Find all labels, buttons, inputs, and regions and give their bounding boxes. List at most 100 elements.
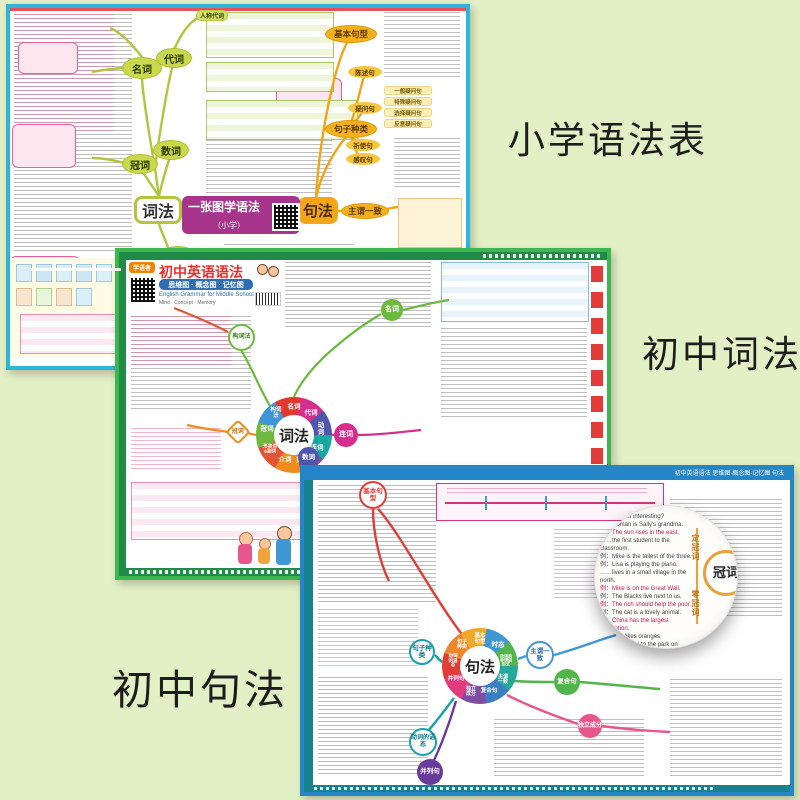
text-block	[318, 677, 428, 777]
callout-box	[12, 124, 76, 168]
wheel-segment-article: 冠词	[260, 425, 274, 433]
poster-bottom-strip	[304, 785, 790, 792]
wheel-segment-independent: 独立成分	[465, 685, 476, 697]
grammar-table	[206, 62, 334, 92]
branch-conjunction: 连词	[334, 423, 358, 447]
wheel-segment-conjunction: 连词	[310, 444, 324, 452]
barcode	[255, 292, 281, 306]
magnified-example-sentences: ……the film interesting? ……woman is Sally…	[600, 513, 694, 648]
branch-sentence-kinds: 句子种类	[409, 639, 435, 665]
wheel-segment-agreement: 主谓一致	[497, 673, 508, 685]
sentence-type: 疑问句	[348, 102, 382, 114]
text-block	[494, 719, 644, 779]
example-sentence: 例：Lisa likes oranges.	[600, 634, 662, 640]
kids-illustration	[237, 522, 307, 566]
branch-coordinate: 并列句	[417, 759, 443, 785]
label-middle-syntax: 初中句法	[112, 667, 288, 713]
text-block	[131, 316, 231, 366]
definite-article-label: 定冠词	[691, 534, 700, 561]
branch-independent: 独立成分	[578, 714, 602, 738]
branch-compound: 复合句	[554, 669, 580, 695]
callout-box	[18, 42, 78, 74]
node-agreement: 主谓一致	[341, 203, 389, 219]
branch-basic-patterns: 基本句型	[359, 481, 387, 509]
poster-side-strip	[31, 260, 126, 576]
example-sentence: 例：The cat is a lovely animal.	[600, 610, 682, 616]
node-article: 冠词	[122, 154, 158, 174]
qr-code	[272, 203, 300, 231]
node-numeral: 数词	[153, 140, 189, 160]
poster-subtitle-en: English Grammar for Middle School	[159, 292, 254, 298]
wheel-segment-noun: 名词	[287, 403, 301, 411]
text-block	[670, 679, 782, 779]
branch-numeral: 数词	[298, 447, 319, 468]
morphology-wheel: 名词 代词 动词 连词 数词 介词 形容词&副词 冠词 构词法 词法	[256, 397, 332, 473]
sentence-type: 祈使句	[346, 139, 380, 151]
wheel-segment-pronoun: 代词	[304, 409, 318, 417]
leaf-personal-pronoun: 人称代词	[196, 10, 228, 21]
text-block	[131, 428, 221, 472]
sentence-type: 感叹句	[346, 153, 380, 165]
example-sentence: ……woman is Sally's grandma.	[600, 522, 684, 528]
text-block	[206, 140, 332, 196]
label-middle-morphology: 初中词法	[642, 334, 800, 375]
magnifier-lens: ……the film interesting? ……woman is Sally…	[594, 505, 738, 649]
example-sentence: 例：China has the largest population.	[600, 618, 669, 632]
node-sentence-kinds: 句子种类	[325, 120, 377, 138]
poster-subtitle: （小学）	[213, 221, 245, 230]
poster-top-strip	[119, 252, 607, 260]
table-block	[441, 262, 589, 322]
poster-title: 初中英语语法	[159, 264, 243, 280]
kid-face-icon	[268, 266, 279, 277]
poster-top-accent	[10, 8, 466, 11]
text-block	[318, 609, 418, 669]
example-sentence: 例：Mike is on the Great Wall.	[600, 586, 681, 592]
wheel-segment-preposition: 介词	[278, 456, 292, 464]
question-subtype: 选择疑问句	[384, 108, 432, 117]
hub-syntax: 句法	[298, 197, 338, 224]
example-sentence: 例：Lisa is playing the piano.	[600, 562, 678, 568]
zero-article-label: 零冠词	[691, 590, 700, 617]
example-sentence: ……the film interesting?	[600, 514, 665, 520]
question-subtype: 反意疑问句	[384, 119, 432, 128]
magnified-article-node: 冠词	[703, 550, 737, 596]
sentence-type: 陈述句	[348, 66, 382, 78]
branch-noun: 名词	[381, 299, 403, 321]
poster-header: 学语者 初中英语语法 思维图 · 概念图 · 记忆图 English Gramm…	[129, 262, 281, 310]
question-subtype: 特殊疑问句	[384, 97, 432, 106]
brand-logo: 学语者	[129, 262, 155, 273]
poster-subtitle-en-small: Mind · Concept · Memory	[159, 300, 216, 306]
label-elementary-grammar-table: 小学语法表	[508, 120, 708, 161]
wheel-segment-verb: 动词	[317, 422, 325, 436]
agreement-table	[398, 198, 462, 248]
text-block	[285, 262, 431, 328]
poster-title: 一张图学语法	[188, 200, 261, 214]
wheel-segment-nonfinite: 动词的非谓语形式	[500, 653, 512, 668]
example-sentence: 例：Mike is the tallest of the three.	[600, 554, 692, 560]
syntax-wheel: 基本句型 时态 动词的非谓语形式 主谓一致 复合句 独立成分 并列句 动词的语态…	[442, 628, 518, 704]
node-pronoun: 代词	[156, 48, 192, 68]
poster-title-block: 一张图学语法 （小学）	[182, 196, 300, 234]
hub-morphology: 词法	[134, 196, 182, 224]
poster-top-bar: 初中英语语法 思维图·概念图·记忆图 句法	[304, 469, 790, 480]
kid-face-icon	[257, 264, 268, 275]
example-sentence: ……the first student to the classroom.	[600, 538, 670, 552]
wheel-segment-coordinate: 并列句	[447, 676, 465, 683]
wheel-segment-voice: 动词的语态	[448, 652, 458, 668]
text-block	[394, 138, 460, 188]
question-subtype: 一般疑问句	[384, 86, 432, 95]
text-block	[384, 12, 460, 78]
example-sentence: ……lives in a small village in the north.	[600, 570, 687, 584]
wheel-segment-compound: 复合句	[480, 688, 498, 695]
poster-subtitle-cn: 思维图 · 概念图 · 记忆图	[159, 279, 253, 290]
poster-middle-syntax: 初中英语语法 思维图·概念图·记忆图 句法 基本	[300, 465, 794, 796]
grammar-table	[206, 12, 334, 58]
node-noun: 名词	[122, 57, 162, 79]
article-branch-line	[696, 528, 698, 624]
node-basic-patterns: 基本句型	[325, 25, 377, 43]
example-sentence: 例：The sun rises in the east.	[600, 530, 680, 536]
qr-code	[129, 276, 157, 304]
poster-elementary-grammar: 名词 代词 数词 冠词 人称代词 词法 句法 一张图学语法 （小学） 基本句型 …	[6, 4, 470, 370]
wheel-segment-adj-adv: 形容词&副词	[263, 443, 277, 453]
